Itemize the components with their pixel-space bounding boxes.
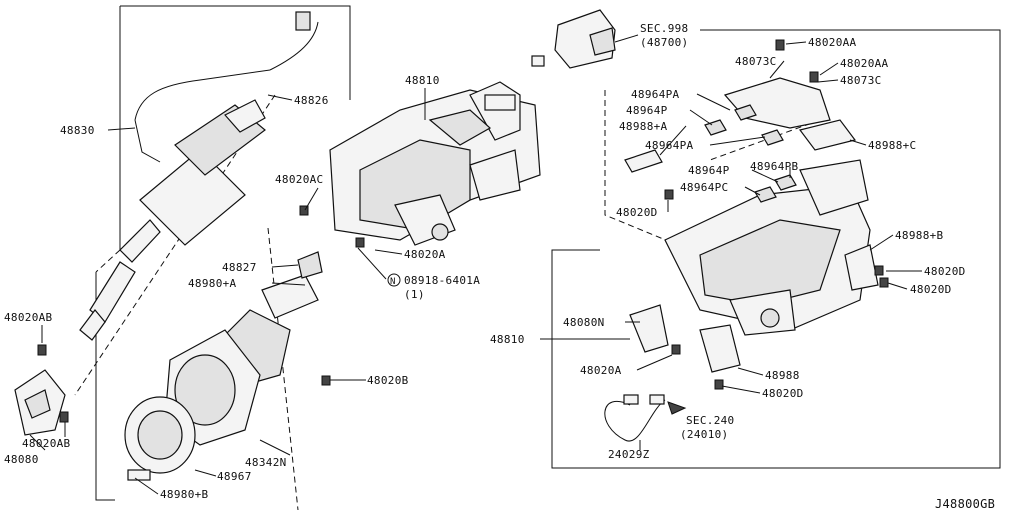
label-48020A-mid: 48020A xyxy=(404,248,446,261)
label-48980A: 48980+A xyxy=(188,277,237,290)
label-48342N: 48342N xyxy=(245,456,287,469)
label-sec-240: SEC.240 xyxy=(686,414,734,427)
label-48020AA-a: 48020AA xyxy=(808,36,857,49)
label-08918: N 08918-6401A (1) xyxy=(387,273,480,301)
label-48964P-b: 48964P xyxy=(688,164,730,177)
label-48980B: 48980+B xyxy=(160,488,209,501)
label-48988: 48988 xyxy=(765,369,800,382)
intermediate-shaft-part xyxy=(79,11,319,341)
label-08918-qty: (1) xyxy=(404,288,425,301)
steering-column-assembly-right xyxy=(629,159,871,353)
label-48967: 48967 xyxy=(217,470,252,483)
label-48073C-b: 48073C xyxy=(840,74,882,87)
label-08918-6401A: 08918-6401A xyxy=(404,274,480,287)
label-24029Z: 24029Z xyxy=(608,448,650,461)
label-48020A-right: 48020A xyxy=(580,364,622,377)
label-48020D-a: 48020D xyxy=(616,206,658,219)
label-48988C: 48988+C xyxy=(868,139,916,152)
label-48020B: 48020B xyxy=(367,374,409,387)
part-labels: 48830 48826 48810 48020AC 48020A N 08918… xyxy=(4,22,995,511)
label-48827: 48827 xyxy=(222,261,257,274)
top-bracket-parts xyxy=(624,39,857,203)
label-48988A: 48988+A xyxy=(619,120,668,133)
label-48964PA-a: 48964PA xyxy=(631,88,680,101)
label-sec-998-sub: (48700) xyxy=(640,36,688,49)
label-48810-right: 48810 xyxy=(490,333,525,346)
label-48964PC: 48964PC xyxy=(680,181,728,194)
column-tube-parts xyxy=(124,251,323,481)
lower-bracket-parts xyxy=(299,189,889,390)
label-48020D-d: 48020D xyxy=(762,387,804,400)
label-48988B: 48988+B xyxy=(895,229,944,242)
label-48020AB-bot: 48020AB xyxy=(22,437,71,450)
label-48964PB: 48964PB xyxy=(750,160,799,173)
leader-lines xyxy=(29,34,922,495)
label-sec-998: SEC.998 xyxy=(640,22,688,35)
label-48964P-a: 48964P xyxy=(626,104,668,117)
label-48080N: 48080N xyxy=(563,316,605,329)
label-48020AA-b: 48020AA xyxy=(840,57,889,70)
actuator-part xyxy=(531,9,616,69)
label-48020D-c: 48020D xyxy=(910,283,952,296)
label-48073C-a: 48073C xyxy=(735,55,777,68)
label-sec-240-sub: (24010) xyxy=(680,428,728,441)
sensor-harness-part xyxy=(604,394,687,442)
diagram-code: J48800GB xyxy=(935,497,995,511)
right-assembly-frame xyxy=(551,29,1001,469)
label-48020AB-top: 48020AB xyxy=(4,311,53,324)
label-48830: 48830 xyxy=(60,124,95,137)
label-48020AC: 48020AC xyxy=(275,173,323,186)
steering-column-assembly-upper xyxy=(329,81,541,246)
left-bracket-part xyxy=(14,344,69,436)
n-symbol: N xyxy=(390,277,396,287)
label-48826: 48826 xyxy=(294,94,329,107)
label-48810-top: 48810 xyxy=(405,74,440,87)
label-48020D-b: 48020D xyxy=(924,265,966,278)
label-48964PA-b: 48964PA xyxy=(645,139,694,152)
label-48080: 48080 xyxy=(4,453,39,466)
